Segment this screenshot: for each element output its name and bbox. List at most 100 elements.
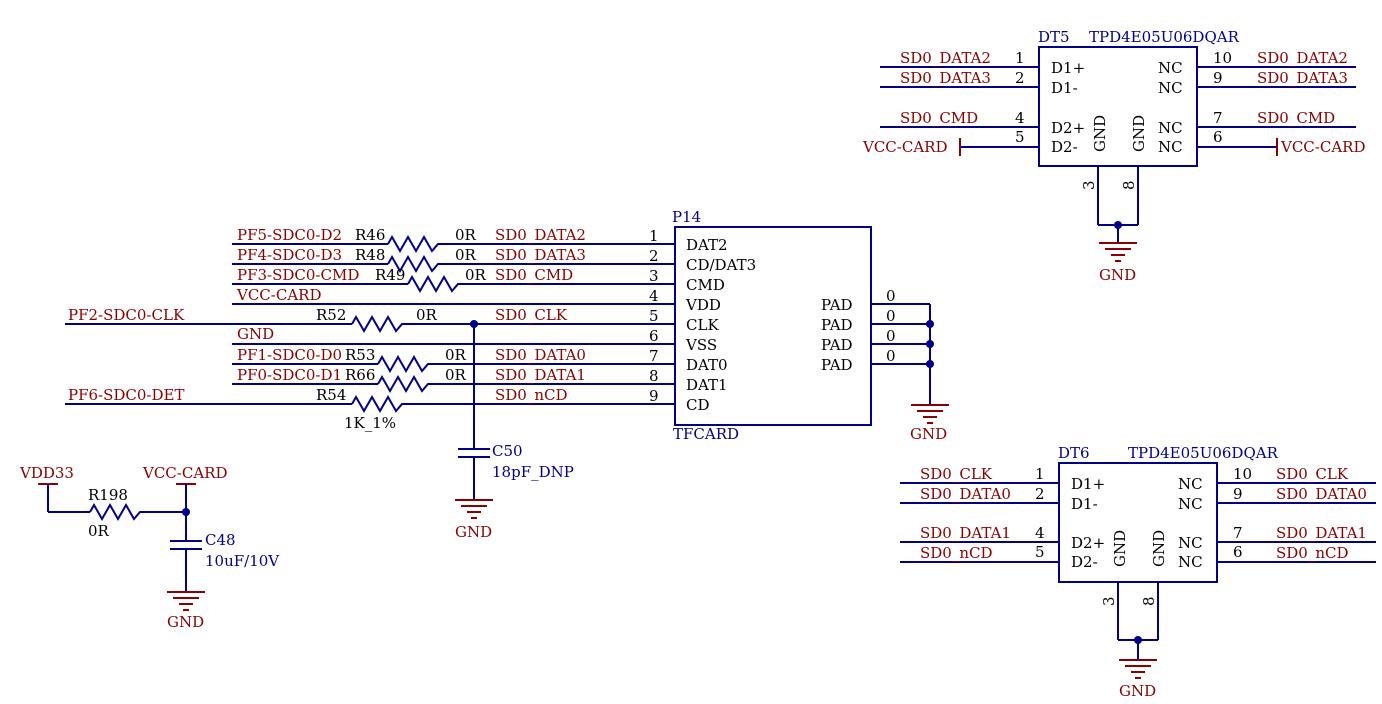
p14-pad-num: 0 (886, 327, 896, 345)
net-label: SD0_DATA3 (1257, 69, 1348, 87)
pin-number: 3 (1080, 180, 1098, 190)
pin-name: D2+ (1071, 534, 1105, 552)
gnd-label: GND (455, 523, 492, 541)
resistor-value: 0R (455, 226, 477, 244)
pin-number: 9 (1213, 69, 1223, 87)
pin-number: 2 (1015, 69, 1025, 87)
net-label: SD0_CMD (900, 109, 978, 127)
net-label: VCC-CARD (1280, 138, 1366, 156)
resistor-r198 (89, 502, 187, 522)
pin-name: D2- (1051, 138, 1078, 156)
dt5-designator: DT5 (1038, 28, 1070, 46)
p14-body (674, 226, 872, 426)
pin-number: 4 (1035, 524, 1045, 542)
resistor-r49 (407, 274, 645, 294)
p14-connector: P14 TFCARD 1 2 3 4 5 6 7 8 9 DAT2 CD/DAT… (645, 208, 949, 443)
net-label: SD0_DATA0 (1276, 485, 1367, 503)
net-label: SD0_DATA2 (900, 49, 991, 67)
power-filter: VDD33 R198 0R VCC-CARD C48 10uF/10V GND (19, 464, 280, 631)
net-label: SD0_CLK (920, 465, 993, 483)
pin-name: D1- (1051, 79, 1078, 97)
p14-pad-num: 0 (886, 347, 896, 365)
net-label: VCC-CARD (862, 138, 948, 156)
resistor-r52 (351, 314, 645, 334)
pin-number: 2 (1035, 485, 1045, 503)
net-label: SD0_CLK (1276, 465, 1349, 483)
pin-name: NC (1158, 119, 1183, 137)
resistor-ref: R54 (316, 386, 346, 404)
pin-name: NC (1178, 475, 1203, 493)
resistor-value: 0R (465, 266, 487, 284)
resistor-ref: R52 (316, 306, 346, 324)
dt6-designator: DT6 (1058, 444, 1090, 462)
p14-pin-name: CLK (686, 316, 719, 334)
net-label: PF1-SDC0-D0 (237, 346, 342, 364)
net-label: SD0_DATA3 (495, 246, 586, 264)
dt5-body (1038, 46, 1198, 167)
p14-pin-num: 1 (649, 227, 659, 245)
net-label: SD0_DATA2 (1257, 49, 1348, 67)
p14-pin-num: 5 (649, 307, 659, 325)
net-label: SD0_DATA2 (495, 226, 586, 244)
p14-pad-num: 0 (886, 307, 896, 325)
pin-number: 4 (1015, 109, 1025, 127)
dt5-part: TPD4E05U06DQAR (1089, 28, 1240, 46)
capacitor-ref: C48 (205, 531, 236, 549)
capacitor-value: 10uF/10V (205, 552, 280, 570)
p14-pin-num: 8 (649, 367, 659, 385)
pin-name: GND (1111, 530, 1129, 567)
pin-name: NC (1158, 138, 1183, 156)
pin-number: 10 (1233, 465, 1252, 483)
p14-pin-num: 3 (649, 267, 659, 285)
resistor-value: 0R (416, 306, 438, 324)
pin-number: 1 (1035, 465, 1045, 483)
net-label: SD0_DATA0 (920, 485, 1011, 503)
net-label: PF4-SDC0-D3 (237, 246, 342, 264)
pin-number: 9 (1233, 485, 1243, 503)
gnd-label: GND (1099, 266, 1136, 284)
gnd-symbol (167, 591, 205, 611)
p14-pin-name: DAT2 (686, 236, 728, 254)
left-signal-nets: PF5-SDC0-D2 R46 0R SD0_DATA2 PF4-SDC0-D3… (65, 226, 645, 432)
power-label-vdd33: VDD33 (19, 464, 74, 482)
p14-designator: P14 (672, 208, 701, 226)
resistor-r53 (377, 354, 645, 374)
p14-pad-num: 0 (886, 287, 896, 305)
resistor-ref: R66 (345, 366, 375, 384)
pin-name: NC (1158, 79, 1183, 97)
capacitor-c50: C50 18pF_DNP GND (455, 324, 574, 541)
p14-pad-name: PAD (821, 296, 853, 314)
pin-name: NC (1158, 59, 1183, 77)
dt6-part: TPD4E05U06DQAR (1128, 444, 1279, 462)
resistor-ref: R53 (345, 346, 375, 364)
p14-pin-name: VSS (685, 336, 717, 354)
pin-name: D1- (1071, 495, 1098, 513)
net-label: SD0_nCD (920, 544, 993, 562)
net-label: PF2-SDC0-CLK (68, 306, 185, 324)
pin-name: NC (1178, 553, 1203, 571)
net-label: SD0_DATA1 (920, 524, 1011, 542)
resistor-value: 0R (445, 346, 467, 364)
p14-pin-name: DAT0 (686, 356, 728, 374)
pin-name: GND (1130, 115, 1148, 152)
pin-number: 6 (1233, 543, 1243, 561)
gnd-label: GND (167, 613, 204, 631)
p14-pin-name: CD/DAT3 (686, 256, 756, 274)
p14-pad-name: PAD (821, 336, 853, 354)
resistor-ref: R198 (88, 486, 128, 504)
dt6-body (1058, 462, 1218, 583)
net-label: PF3-SDC0-CMD (237, 266, 359, 284)
junction-dot (926, 320, 934, 328)
p14-pin-name: CMD (686, 276, 725, 294)
pin-name: D2+ (1051, 119, 1085, 137)
gnd-symbol (911, 404, 949, 424)
p14-pin-name: CD (686, 396, 710, 414)
net-label: VCC-CARD (236, 286, 322, 304)
pin-number: 7 (1233, 524, 1243, 542)
p14-pin-name: VDD (685, 296, 721, 314)
gnd-symbol (1099, 242, 1137, 262)
resistor-r66 (377, 374, 645, 394)
pin-name: GND (1150, 530, 1168, 567)
resistor-r54 (351, 394, 645, 414)
